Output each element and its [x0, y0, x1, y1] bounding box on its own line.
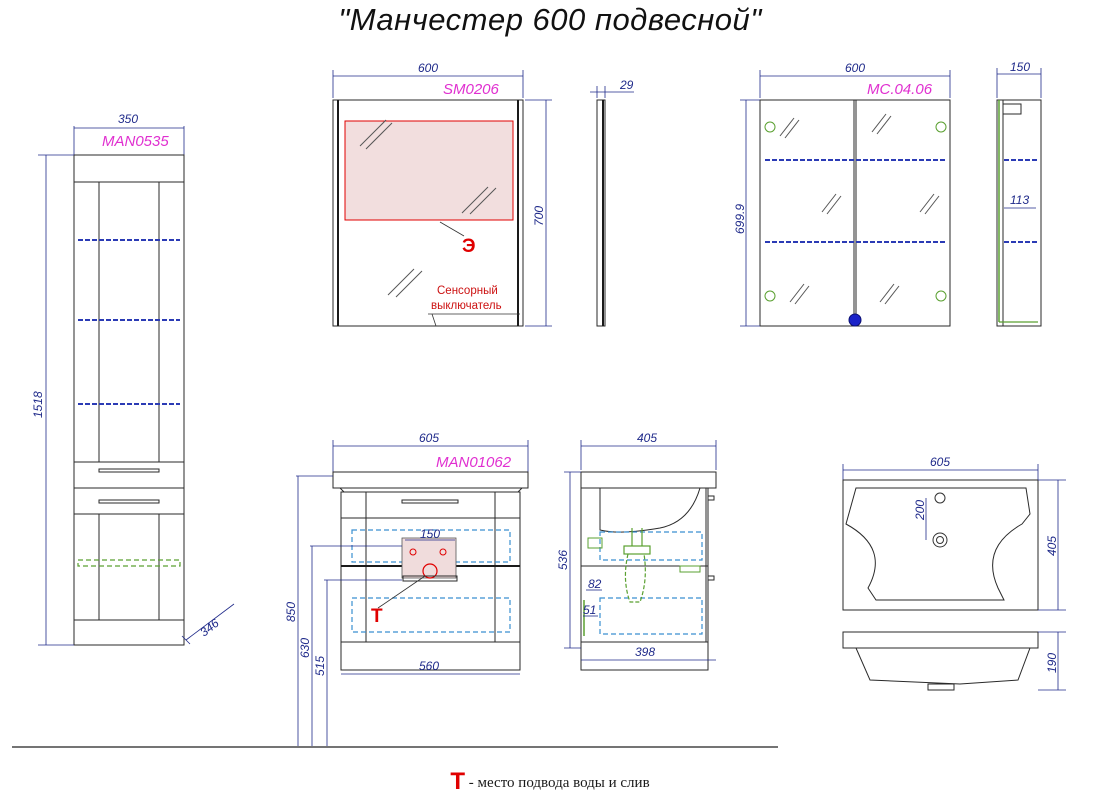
basin-depth: 405	[1045, 536, 1059, 556]
vanity-side-top-depth: 405	[637, 431, 657, 445]
drawing-title: "Манчестер 600 подвесной"	[338, 2, 762, 37]
pencil-case-code: MAN0535	[102, 133, 169, 150]
cabinet-shelf-depth: 113	[1010, 193, 1029, 207]
vanity-side-dim-82: 82	[588, 577, 602, 591]
vanity-height-515: 515	[313, 656, 327, 676]
vanity-side-height: 536	[556, 550, 570, 570]
mirror-depth: 29	[619, 78, 634, 92]
vanity-socket-width: 150	[420, 527, 440, 541]
mirror-light-marker: Э	[462, 236, 476, 257]
vanity-bottom-width: 560	[419, 659, 439, 673]
mirror-cabinet-view: 600 MC.04.06 699.9	[733, 60, 1042, 327]
basin-view: 605 200 405 190	[842, 455, 1066, 691]
vanity-top-width: 605	[419, 431, 439, 445]
vanity-front-view: 605 MAN01062 150 Т 560 850	[284, 431, 529, 746]
vanity-side-view: 405 82 51 536 398	[556, 431, 717, 671]
pencil-case-width: 350	[118, 112, 138, 126]
pencil-case-view: 350 MAN0535 1518 346	[31, 112, 235, 646]
mirror-view: 600 SM0206 Э Сенсорный выключатель 700 2…	[332, 61, 634, 327]
cabinet-height: 699.9	[733, 204, 747, 234]
pencil-case-depth: 346	[197, 616, 222, 640]
legend-text: - место подвода воды и слив	[465, 775, 650, 791]
vanity-side-bottom-depth: 398	[635, 645, 655, 659]
basin-tap-offset: 200	[913, 500, 927, 521]
switch-note-line2: выключатель	[431, 300, 502, 312]
vanity-side-dim-51: 51	[583, 603, 596, 617]
cabinet-depth: 150	[1010, 60, 1030, 74]
mirror-height: 700	[532, 206, 546, 226]
cabinet-code: MC.04.06	[867, 81, 933, 98]
switch-note-line1: Сенсорный	[437, 285, 498, 297]
legend: Т - место подвода воды и слив	[0, 768, 1100, 796]
vanity-pipe-marker: Т	[371, 606, 383, 627]
basin-width: 605	[930, 455, 950, 469]
mirror-width: 600	[418, 61, 438, 75]
vanity-height-630: 630	[298, 638, 312, 658]
mirror-code: SM0206	[443, 81, 500, 98]
legend-marker: Т	[450, 768, 466, 795]
pencil-case-height: 1518	[31, 391, 45, 418]
basin-height: 190	[1045, 653, 1059, 673]
vanity-code: MAN01062	[436, 454, 512, 471]
cabinet-width: 600	[845, 61, 865, 75]
vanity-height-850: 850	[284, 602, 298, 622]
